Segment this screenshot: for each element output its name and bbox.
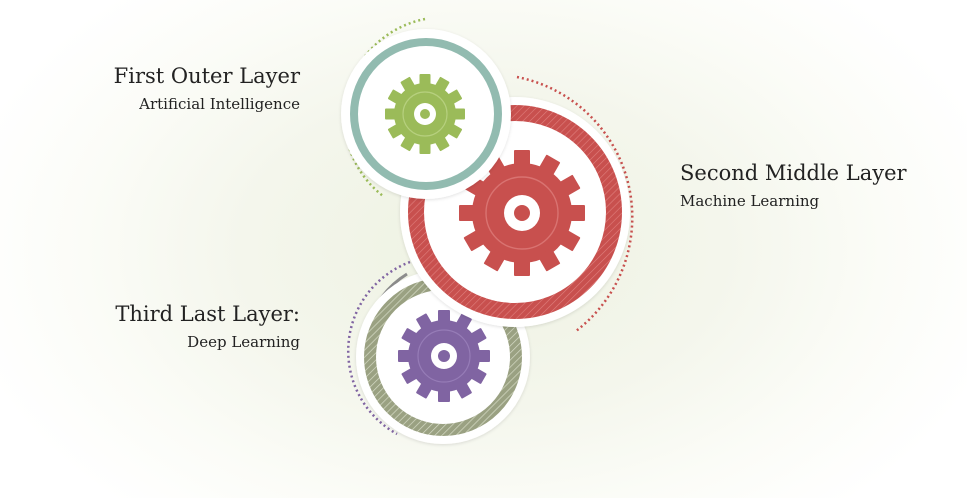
deep-learning-dotted-arc	[347, 260, 411, 436]
artificial-intelligence-gear-icon	[385, 74, 465, 154]
third-layer-label: Third Last Layer: Deep Learning	[115, 302, 300, 352]
artificial-intelligence-dotted-arc	[343, 17, 426, 197]
machine-learning-gear-icon	[459, 150, 585, 276]
first-layer-label: First Outer Layer Artificial Intelligenc…	[114, 64, 300, 114]
deep-learning-gear-icon	[398, 310, 490, 402]
first-layer-title: First Outer Layer	[113, 64, 300, 88]
machine-learning-ring	[408, 105, 622, 319]
second-layer-title: Second Middle Layer	[680, 161, 907, 185]
first-layer-subtitle: Artificial Intelligence	[139, 95, 300, 113]
artificial-intelligence-module	[341, 17, 511, 199]
third-layer-title: Third Last Layer:	[115, 302, 300, 326]
third-layer-subtitle: Deep Learning	[187, 333, 300, 351]
artificial-intelligence-ring	[350, 38, 502, 190]
second-layer-subtitle: Machine Learning	[680, 192, 820, 210]
second-layer-label: Second Middle Layer Machine Learning	[680, 161, 907, 211]
